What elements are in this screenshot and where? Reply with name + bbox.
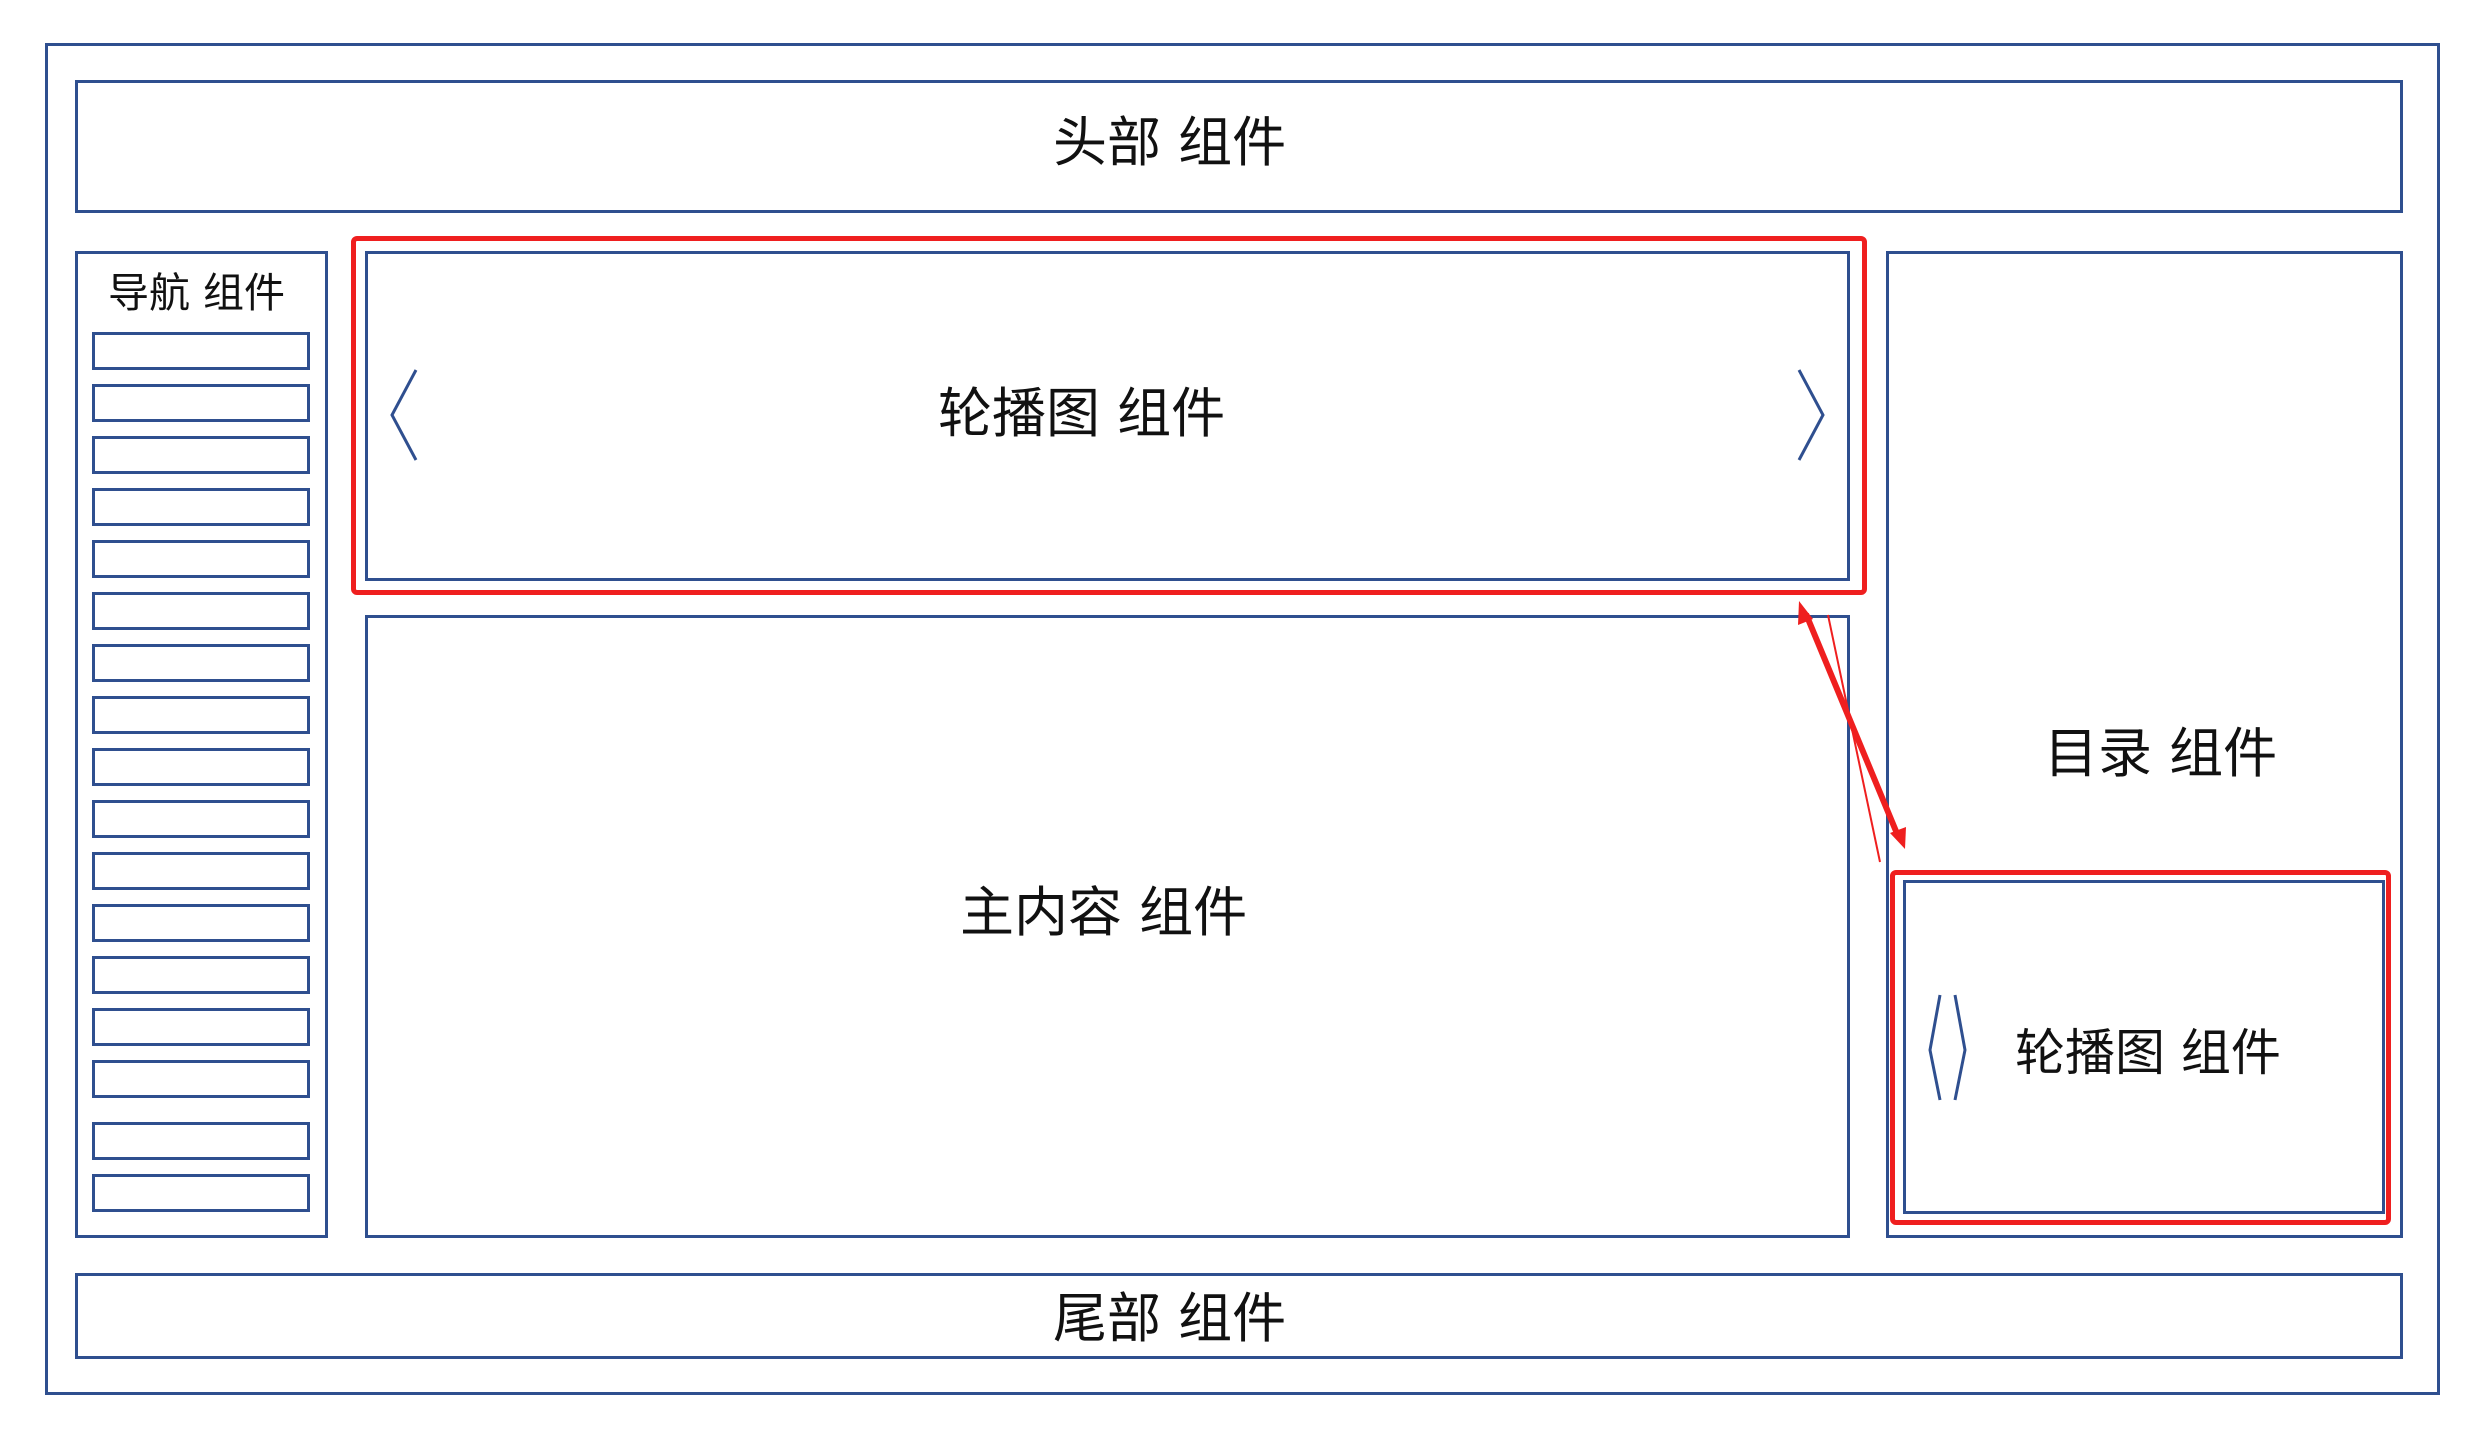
nav-item[interactable] [92, 1174, 310, 1212]
nav-item[interactable] [92, 696, 310, 734]
nav-item[interactable] [92, 540, 310, 578]
footer-component: 尾部 组件 [75, 1273, 2403, 1359]
catalog-label: 目录 组件 [2044, 722, 2278, 785]
carousel-main-component: 轮播图 组件 [365, 251, 1850, 581]
carousel-main-label: 轮播图 组件 [938, 382, 1226, 445]
nav-item[interactable] [92, 800, 310, 838]
nav-item[interactable] [92, 1122, 310, 1160]
nav-item[interactable] [92, 748, 310, 786]
nav-item[interactable] [92, 332, 310, 370]
carousel-main-highlight [351, 236, 1867, 595]
main-content-component: 主内容 组件 [365, 615, 1850, 1238]
nav-item[interactable] [92, 436, 310, 474]
main-content-label: 主内容 组件 [960, 881, 1248, 944]
carousel-side-highlight [1890, 870, 2391, 1225]
nav-item[interactable] [92, 1008, 310, 1046]
nav-item[interactable] [92, 644, 310, 682]
nav-item[interactable] [92, 384, 310, 422]
nav-item[interactable] [92, 904, 310, 942]
header-component: 头部 组件 [75, 80, 2403, 213]
nav-title: 导航 组件 [108, 269, 286, 317]
footer-label: 尾部 组件 [1053, 1287, 1287, 1350]
nav-item[interactable] [92, 488, 310, 526]
carousel-side-component: 轮播图 组件 [1903, 880, 2385, 1214]
nav-item[interactable] [92, 956, 310, 994]
nav-item[interactable] [92, 592, 310, 630]
carousel-side-label: 轮播图 组件 [2015, 1024, 2281, 1082]
header-label: 头部 组件 [1053, 111, 1287, 174]
nav-item[interactable] [92, 852, 310, 890]
nav-item[interactable] [92, 1060, 310, 1098]
